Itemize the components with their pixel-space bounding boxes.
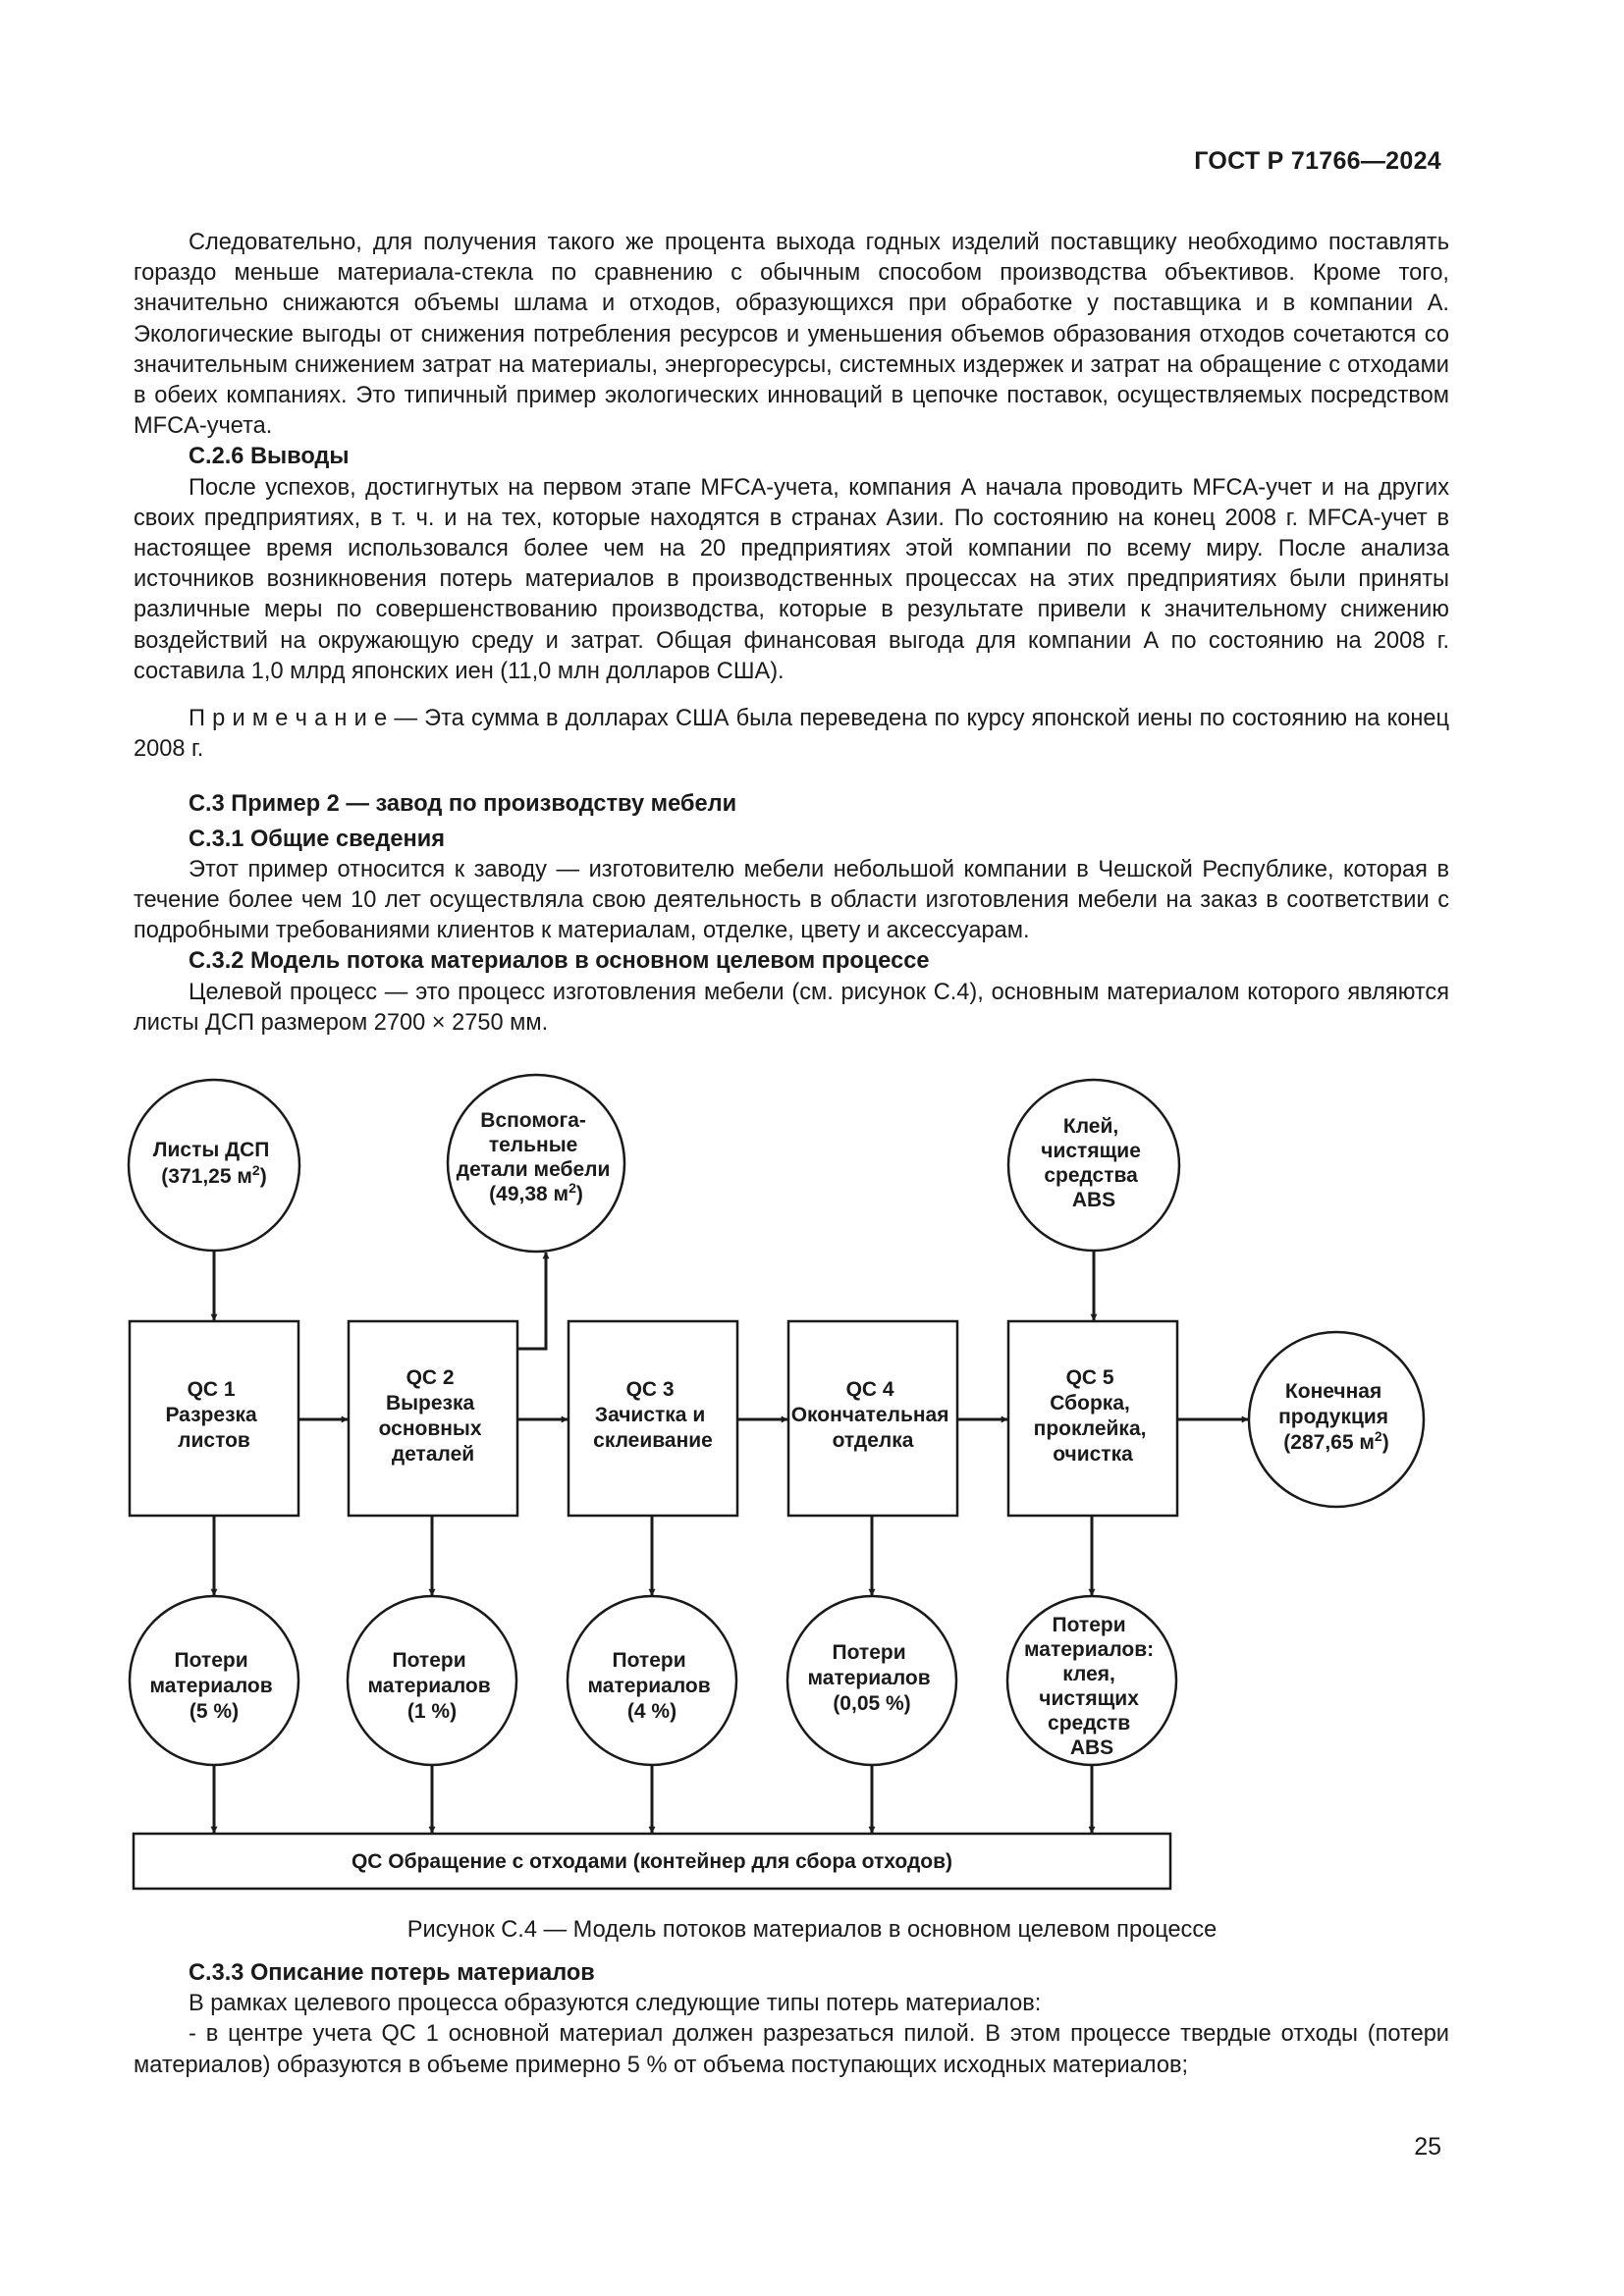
- heading-c31: С.3.1 Общие сведения: [189, 826, 446, 852]
- input-label-aux: Вспомога- тельные детали мебели (49,38 м…: [457, 1109, 616, 1205]
- qc2-label: QC 2 Вырезка основных деталей: [379, 1366, 488, 1466]
- loss1-label: Потери материалов (5 %): [150, 1649, 279, 1723]
- paragraph-target-process: Целевой процесс — это процесс изготовлен…: [134, 979, 1449, 1036]
- heading-c32: С.3.2 Модель потока материалов в основно…: [189, 948, 930, 975]
- product-label: Конечная продукция (287,65 м2): [1278, 1380, 1394, 1454]
- qc5-label: QC 5 Сборка, проклейка, очистка: [1034, 1366, 1153, 1466]
- paragraph-loss-types: В рамках целевого процесса образуются сл…: [189, 1991, 1042, 2017]
- heading-c33: С.3.3 Описание потерь материалов: [189, 1960, 595, 1986]
- input-label-dsp: Листы ДСП (371,25 м2): [153, 1139, 275, 1188]
- document-number: ГОСТ Р 71766—2024: [1194, 147, 1441, 175]
- heading-c26: С.2.6 Выводы: [189, 444, 350, 470]
- input-label-glue: Клей, чистящие средства ABS: [1041, 1115, 1146, 1211]
- qc3-label: QC 3 Зачистка и склеивание: [593, 1378, 713, 1452]
- paragraph-conclusions: После успехов, достигнутых на первом эта…: [134, 474, 1449, 684]
- input-circle-aux: [446, 1073, 626, 1254]
- paragraph-general-info: Этот пример относится к заводу — изготов…: [134, 856, 1449, 944]
- top-text-block: Следовательно, для получения такого же п…: [134, 228, 1449, 1039]
- note: П р и м е ч а н и е — Эта сумма в доллар…: [134, 706, 1449, 763]
- qc4-label: QC 4 Окончательная отделка: [791, 1378, 955, 1452]
- loss4-label: Потери материалов (0,05 %): [808, 1641, 937, 1715]
- figure-caption: Рисунок С.4 — Модель потоков материалов …: [406, 1917, 1218, 1943]
- paragraph-supply-chain: Следовательно, для получения такого же п…: [134, 230, 1449, 440]
- qc1-label: QC 1 Разрезка листов: [165, 1378, 262, 1452]
- loss5-label: Потери материалов: клея, чистящих средст…: [1024, 1614, 1160, 1759]
- loss3-label: Потери материалов (4 %): [588, 1649, 717, 1723]
- loss2-label: Потери материалов (1 %): [368, 1649, 497, 1723]
- product-circle: [1247, 1330, 1426, 1509]
- paragraph-qc1-loss: - в центре учета QC 1 основной материал …: [134, 2021, 1449, 2078]
- page-number: 25: [1414, 2133, 1441, 2161]
- material-flow-diagram: Листы ДСП (371,25 м2) Вспомога- тельные …: [127, 1073, 1426, 1891]
- waste-box: [132, 1832, 1172, 1891]
- bottom-text-block: С.3.3 Описание потерь материалов В рамка…: [134, 1958, 1449, 2081]
- waste-label: QC Обращение с отходами (контейнер для с…: [352, 1850, 952, 1873]
- arrow-qc2-to-aux: [517, 1252, 550, 1351]
- heading-c3: С.3 Пример 2 — завод по производству меб…: [189, 791, 737, 818]
